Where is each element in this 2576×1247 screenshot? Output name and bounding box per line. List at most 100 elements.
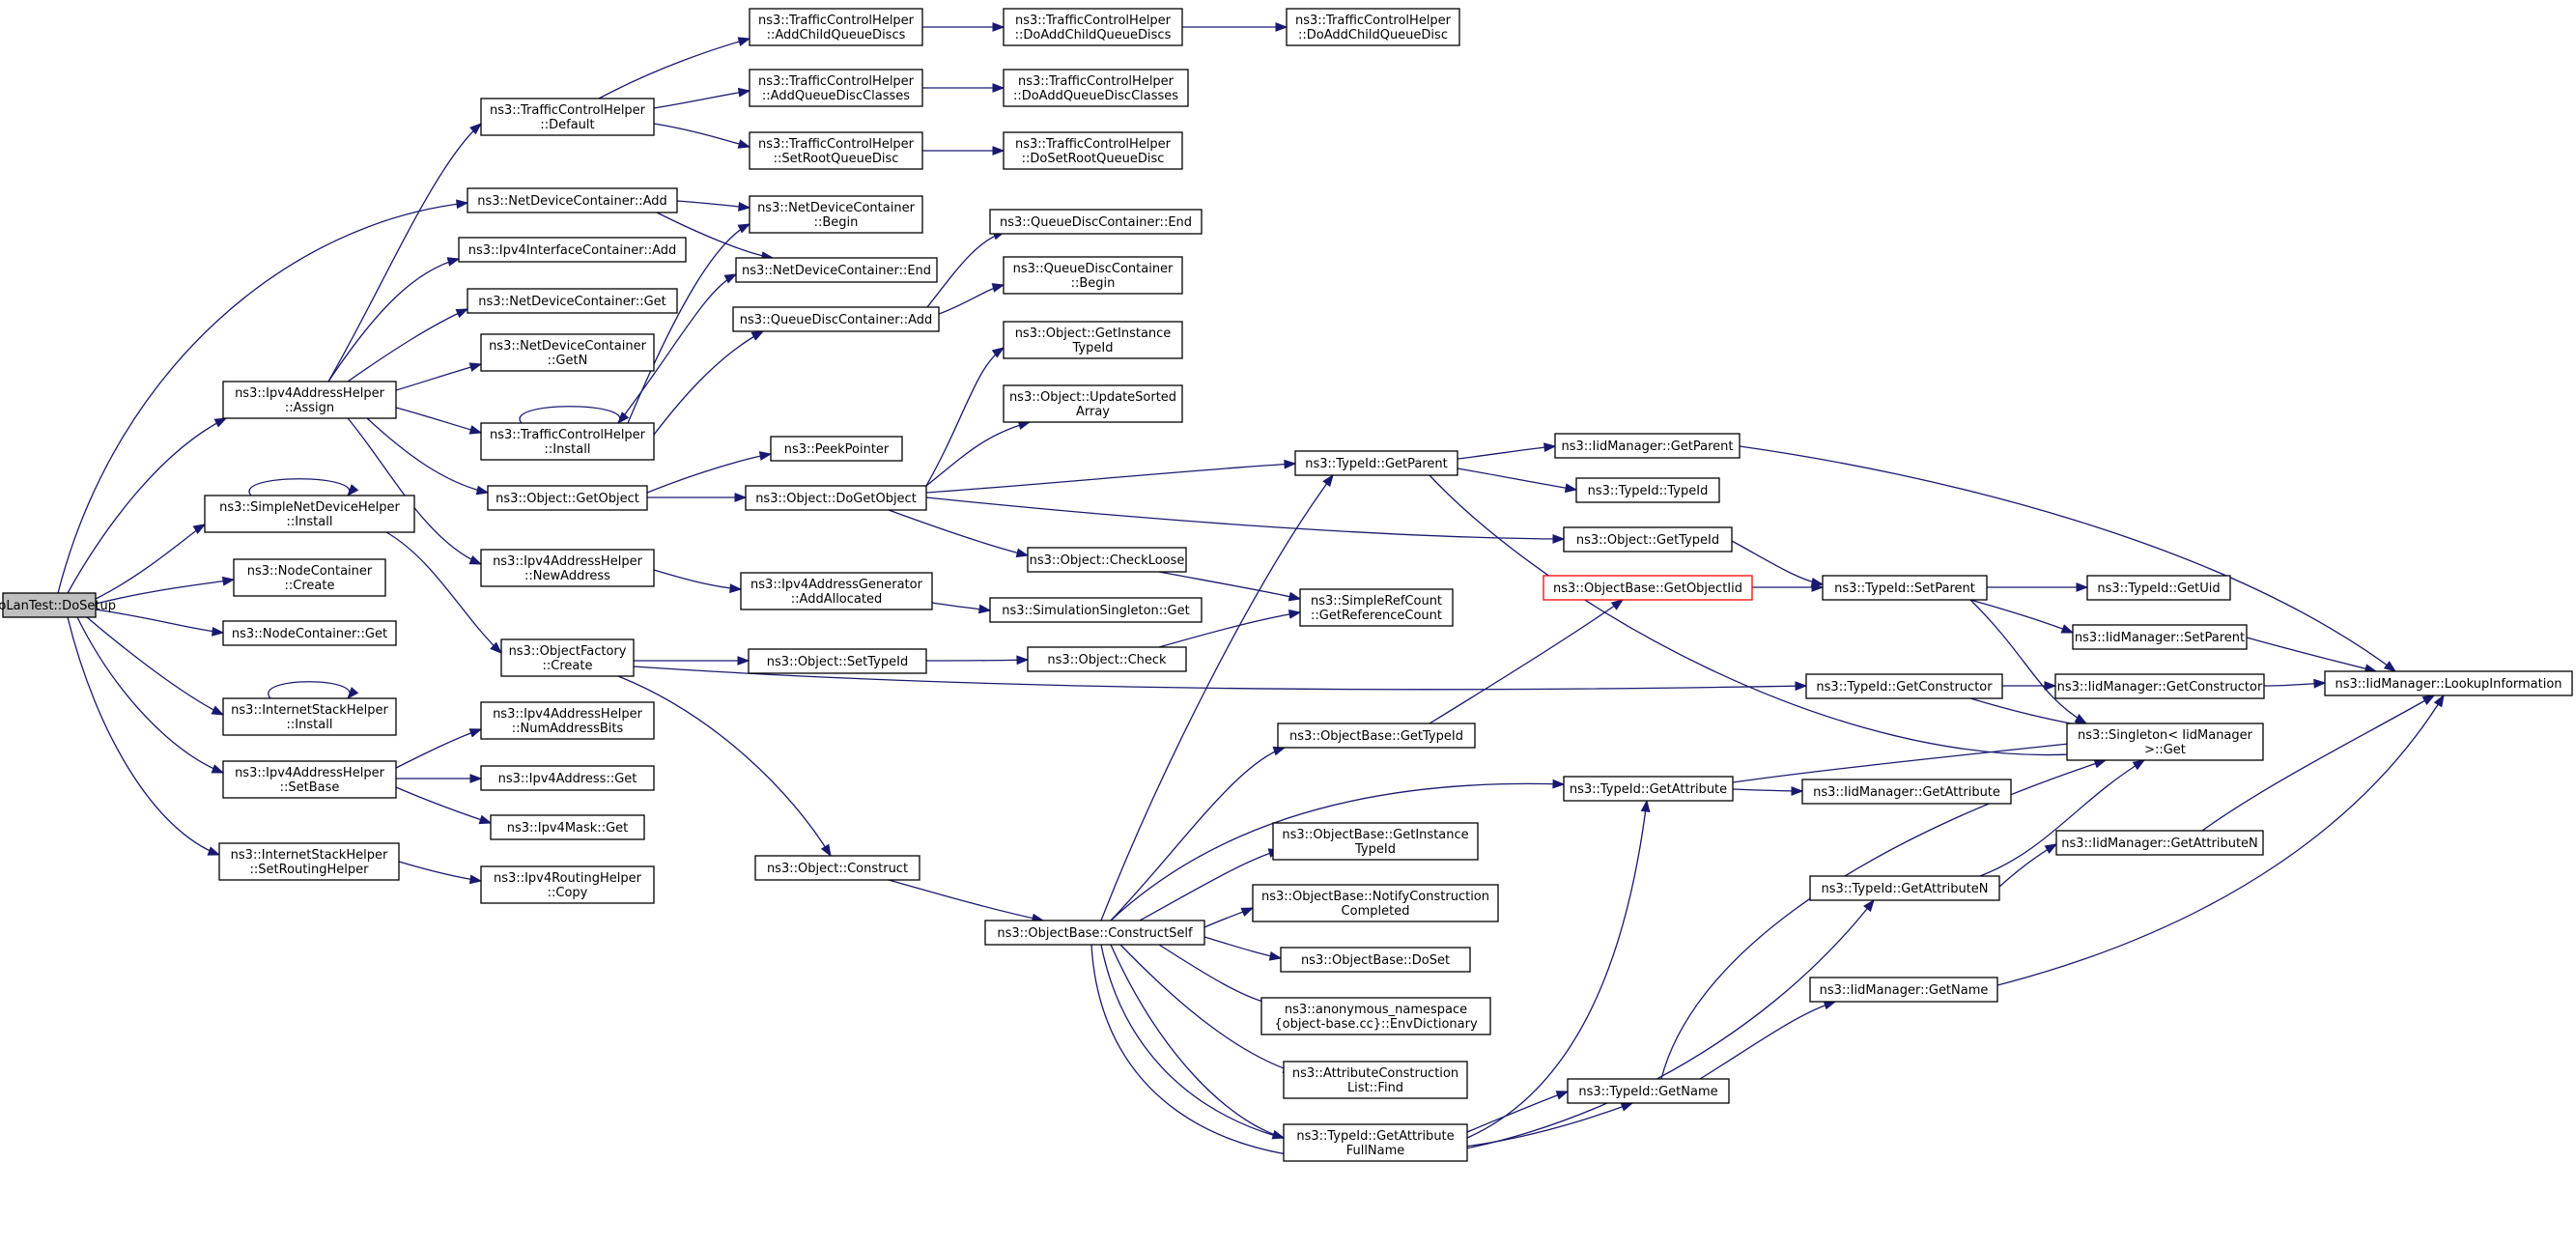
edge-obj_dogetobject-to-obj_gettypeid <box>925 496 1566 544</box>
node-ob-gettypeid[interactable]: ns3::ObjectBase::GetTypeId <box>1277 723 1476 749</box>
edge-arrowhead <box>737 37 751 46</box>
node-ipv4address-get[interactable]: ns3::Ipv4Address::Get <box>480 765 655 791</box>
node-iidm-getconstructor[interactable]: ns3::IidManager::GetConstructor <box>2054 673 2265 699</box>
node-ob-notifyconstructioncompleted[interactable]: ns3::ObjectBase::NotifyConstructionCompl… <box>1252 884 1499 922</box>
node-of-create[interactable]: ns3::ObjectFactory::Create <box>500 638 635 677</box>
node-label-line: ns3::InternetStackHelper <box>231 848 388 863</box>
node-tid-getattributen[interactable]: ns3::TypeId::GetAttributeN <box>1809 875 2000 901</box>
node-ipv4ag-addallocated[interactable]: ns3::Ipv4AddressGenerator::AddAllocated <box>740 572 933 610</box>
edge-qdc_add-to-qdc_begin <box>938 283 1005 315</box>
node-label-line: ns3::Object::DoGetObject <box>755 492 917 506</box>
node-qdc-add[interactable]: ns3::QueueDiscContainer::Add <box>732 306 940 332</box>
node-box <box>1294 450 1458 476</box>
edge-line <box>366 417 489 494</box>
node-obj-gettypeid[interactable]: ns3::Object::GetTypeId <box>1563 526 1733 553</box>
node-tch-setrootqueuedisc[interactable]: ns3::TrafficControlHelper::SetRootQueueD… <box>749 131 923 170</box>
node-tch-doaddchildqueuediscs[interactable]: ns3::TrafficControlHelper::DoAddChildQue… <box>1003 8 1183 46</box>
edge-line <box>598 38 750 99</box>
node-anon-envdictionary[interactable]: ns3::anonymous_namespace{object-base.cc}… <box>1260 997 1491 1035</box>
node-tid-getconstructor[interactable]: ns3::TypeId::GetConstructor <box>1805 673 2003 699</box>
edge-tid_getparent-to-tid_typeid <box>1457 468 1578 494</box>
node-singleton-get[interactable]: ns3::Singleton< IidManager>::Get <box>2066 723 2264 761</box>
node-tch-addqueuedisclasses[interactable]: ns3::TrafficControlHelper::AddQueueDiscC… <box>749 69 923 107</box>
edge-tid_setparent-to-singleton_get <box>1969 599 2088 724</box>
node-ndc-get[interactable]: ns3::NetDeviceContainer::Get <box>467 288 678 314</box>
node-ndc-end[interactable]: ns3::NetDeviceContainer::End <box>735 257 938 283</box>
node-label-line: ::NumAddressBits <box>512 722 624 736</box>
node-box <box>1003 384 1183 423</box>
node-obj-checkloose[interactable]: ns3::Object::CheckLoose <box>1027 547 1187 573</box>
node-ipv4ah-assign[interactable]: ns3::Ipv4AddressHelper::Assign <box>222 381 397 419</box>
node-ipv4ah-newaddress[interactable]: ns3::Ipv4AddressHelper::NewAddress <box>480 549 655 587</box>
edge-arrowhead <box>455 308 469 319</box>
edge-of_create-to-obj_construct <box>617 675 832 858</box>
node-tid-getname[interactable]: ns3::TypeId::GetName <box>1567 1078 1730 1104</box>
node-ipv4mask-get[interactable]: ns3::Ipv4Mask::Get <box>490 814 645 840</box>
node-box <box>480 549 655 587</box>
edge-ish_setroutinghelper-to-ipv4rh_copy <box>398 861 483 885</box>
node-obj-settypeid[interactable]: ns3::Object::SetTypeId <box>748 648 927 674</box>
node-tid-getattribute[interactable]: ns3::TypeId::GetAttribute <box>1563 776 1734 802</box>
node-nc-get[interactable]: ns3::NodeContainer::Get <box>222 620 397 646</box>
edge-arrowhead <box>2383 661 2397 672</box>
edge-ob_getobjectiid-to-tid_setparent <box>1751 582 1825 592</box>
node-qdc-end[interactable]: ns3::QueueDiscContainer::End <box>989 209 1203 235</box>
node-ipv4ic-add[interactable]: ns3::Ipv4InterfaceContainer::Add <box>458 237 687 263</box>
edge-arrowhead <box>758 451 773 461</box>
node-iidm-lookupinformation[interactable]: ns3::IidManager::LookupInformation <box>2324 670 2573 696</box>
node-ish-setroutinghelper[interactable]: ns3::InternetStackHelper::SetRoutingHelp… <box>218 842 400 881</box>
node-label-line: ns3::TypeId::GetAttribute <box>1296 1129 1454 1144</box>
edge-line <box>76 616 224 774</box>
node-iidm-getattribute[interactable]: ns3::IidManager::GetAttribute <box>1801 779 2012 805</box>
node-tid-setparent[interactable]: ns3::TypeId::SetParent <box>1822 575 1988 601</box>
node-peekpointer[interactable]: ns3::PeekPointer <box>770 436 903 462</box>
node-simsingleton-get[interactable]: ns3::SimulationSingleton::Get <box>989 597 1203 623</box>
edge-arrowhead <box>468 728 483 738</box>
node-tch-addchildqueuediscs[interactable]: ns3::TrafficControlHelper::AddChildQueue… <box>749 8 923 46</box>
node-label-line: ns3::Ipv4AddressHelper <box>493 554 643 569</box>
node-sndh-install[interactable]: ns3::SimpleNetDeviceHelper::Install <box>204 495 415 533</box>
node-obj-check[interactable]: ns3::Object::Check <box>1027 646 1187 672</box>
node-ob-getobjectiid[interactable]: ns3::ObjectBase::GetObjectIid <box>1543 575 1753 601</box>
node-label-line: ns3::IidManager::GetAttribute <box>1813 785 2000 800</box>
node-ipv4ah-numaddressbits[interactable]: ns3::Ipv4AddressHelper::NumAddressBits <box>480 701 655 740</box>
node-ipv4rh-copy[interactable]: ns3::Ipv4RoutingHelper::Copy <box>480 865 655 904</box>
node-tid-getparent[interactable]: ns3::TypeId::GetParent <box>1294 450 1458 476</box>
node-obj-construct[interactable]: ns3::Object::Construct <box>754 855 920 881</box>
node-tch-doaddchildqueuedisc[interactable]: ns3::TrafficControlHelper::DoAddChildQue… <box>1286 8 1460 46</box>
node-tid-getuid[interactable]: ns3::TypeId::GetUid <box>2086 575 2231 601</box>
edge-arrowhead <box>213 417 228 428</box>
node-tch-default[interactable]: ns3::TrafficControlHelper::Default <box>480 98 655 136</box>
node-tch-dosetrootqueuedisc[interactable]: ns3::TrafficControlHelper::DoSetRootQueu… <box>1003 131 1183 170</box>
node-iidm-getparent[interactable]: ns3::IidManager::GetParent <box>1554 433 1741 459</box>
edge-line <box>395 363 482 391</box>
node-box <box>732 306 940 332</box>
node-tch-install[interactable]: ns3::TrafficControlHelper::Install <box>480 422 655 461</box>
node-ish-install[interactable]: ns3::InternetStackHelper::Install <box>222 697 397 736</box>
node-tid-typeid[interactable]: ns3::TypeId::TypeId <box>1575 477 1720 503</box>
node-iidm-setparent[interactable]: ns3::IidManager::SetParent <box>2072 624 2248 650</box>
node-ipv4ah-setbase[interactable]: ns3::Ipv4AddressHelper::SetBase <box>222 760 397 799</box>
node-nc-create[interactable]: ns3::NodeContainer::Create <box>233 558 386 597</box>
node-src-getreferencecount[interactable]: ns3::SimpleRefCount::GetReferenceCount <box>1299 588 1454 627</box>
node-obj-getobject[interactable]: ns3::Object::GetObject <box>487 485 648 511</box>
node-ob-doset[interactable]: ns3::ObjectBase::DoSet <box>1280 947 1471 973</box>
node-box <box>1003 69 1189 107</box>
edge-arrowhead <box>212 626 225 637</box>
edge-tch_doaddchildqueuediscs-to-tch_doaddchildqueuedisc <box>1182 22 1288 32</box>
edge-arrowhead <box>1284 459 1297 469</box>
node-ndc-begin[interactable]: ns3::NetDeviceContainer::Begin <box>749 195 923 234</box>
node-ob-constructself[interactable]: ns3::ObjectBase::ConstructSelf <box>984 920 1205 946</box>
node-iidm-getattributen[interactable]: ns3::IidManager::GetAttributeN <box>2055 830 2264 856</box>
node-ndc-getn[interactable]: ns3::NetDeviceContainer::GetN <box>480 333 655 372</box>
node-iidm-getname[interactable]: ns3::IidManager::GetName <box>1809 977 1998 1003</box>
node-ndc-add[interactable]: ns3::NetDeviceContainer::Add <box>467 187 678 213</box>
node-qdc-begin[interactable]: ns3::QueueDiscContainer::Begin <box>1003 256 1183 295</box>
node-tch-doaddqueuedisclasses[interactable]: ns3::TrafficControlHelper::DoAddQueueDis… <box>1003 69 1189 107</box>
node-obj-dogetobject[interactable]: ns3::Object::DoGetObject <box>745 485 927 511</box>
